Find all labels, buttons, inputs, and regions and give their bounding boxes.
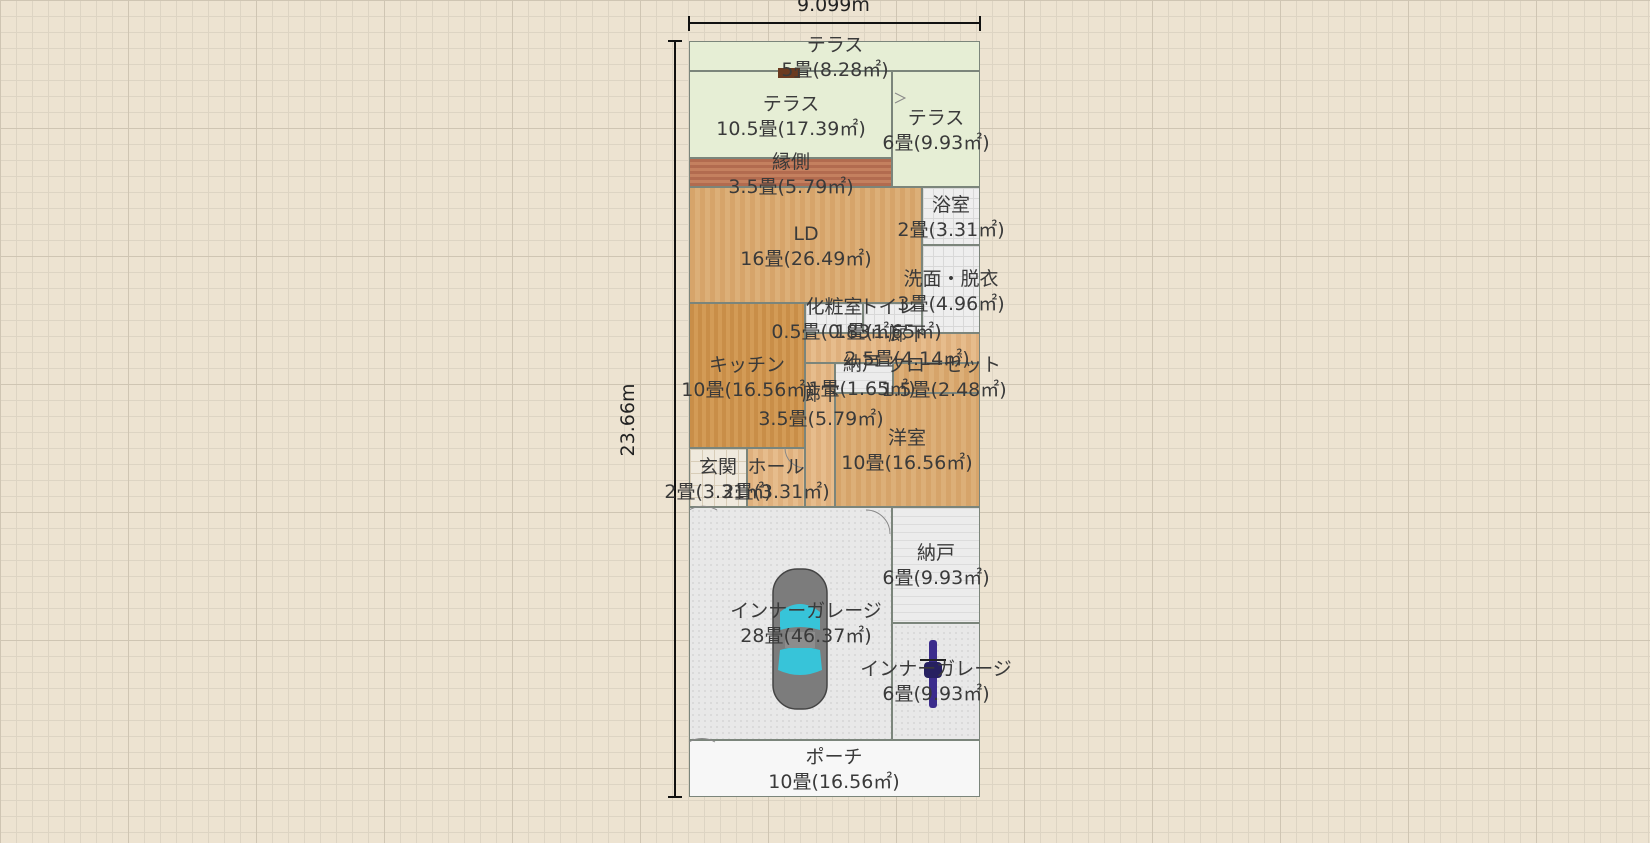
room-porch[interactable] [689,740,980,797]
room-corridor-upper[interactable] [805,333,980,363]
room-storage-large[interactable] [892,507,980,623]
room-engawa[interactable] [689,158,892,187]
room-genkan[interactable] [689,448,747,507]
width-dimension: 9.099m [797,0,870,16]
room-terrace-top[interactable] [689,41,980,71]
room-western[interactable] [835,393,980,507]
room-powder-room[interactable] [805,303,863,333]
room-storage-small[interactable] [835,363,893,393]
room-kitchen[interactable] [689,303,805,448]
room-terrace-side[interactable] [892,71,980,187]
room-toilet[interactable] [863,303,922,333]
room-corridor-lower[interactable] [805,363,835,507]
room-bathroom[interactable] [922,187,980,245]
room-washroom[interactable] [922,245,980,333]
height-dimension: 23.66m [617,383,639,457]
room-closet[interactable] [893,363,980,393]
room-ld[interactable] [689,187,922,303]
